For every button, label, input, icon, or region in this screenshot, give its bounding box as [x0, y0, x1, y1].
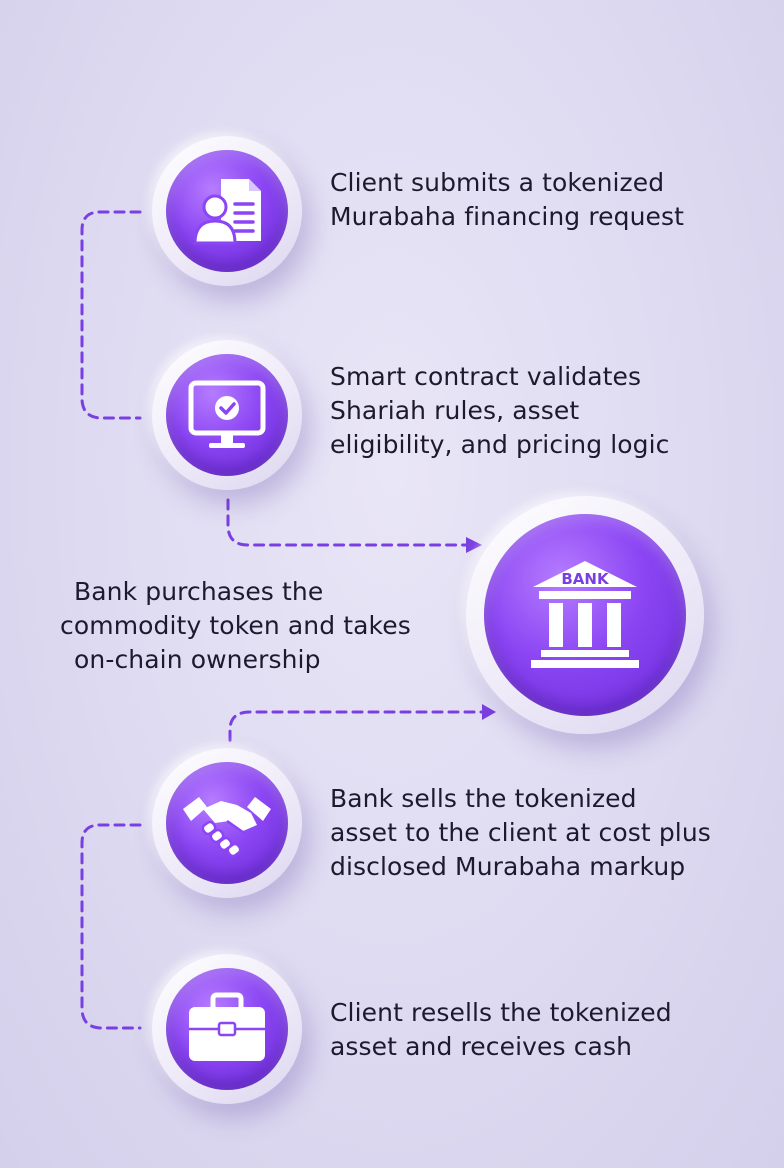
step-4-line-3: disclosed Murabaha markup: [330, 852, 686, 881]
step-2-label: Smart contract validates Shariah rules, …: [330, 360, 670, 462]
step-2-node: [152, 340, 302, 490]
step-3-line-2: commodity token and takes: [60, 611, 411, 640]
step-3-label: Bank purchases the commodity token and t…: [50, 575, 440, 677]
connector-step4-to-step5: [80, 823, 142, 1030]
connector-step3-to-step4: [228, 710, 492, 744]
step-5-label: Client resells the tokenized asset and r…: [330, 996, 672, 1064]
step-4-line-2: asset to the client at cost plus: [330, 818, 711, 847]
step-1-line-2: Murabaha financing request: [330, 202, 685, 231]
client-document-icon: [193, 179, 261, 245]
step-3-line-3: on-chain ownership: [74, 645, 321, 674]
step-4-line-1: Bank sells the tokenized: [330, 784, 637, 813]
step-2-line-1: Smart contract validates: [330, 362, 642, 391]
bank-icon-text: BANK: [561, 570, 610, 588]
briefcase-icon: [189, 992, 265, 1061]
monitor-check-icon: [188, 380, 266, 448]
step-1-line-1: Client submits a tokenized: [330, 168, 665, 197]
step-2-line-2: Shariah rules, asset: [330, 396, 580, 425]
handshake-icon: [183, 797, 271, 858]
step-5-node: [152, 954, 302, 1104]
step-3-line-1: Bank purchases the: [74, 577, 324, 606]
bank-icon: BANK: [531, 561, 639, 668]
arrowhead-from-bank: [482, 704, 496, 720]
step-2-core: [166, 354, 288, 476]
arrowhead-to-bank: [466, 537, 482, 553]
step-4-label: Bank sells the tokenized asset to the cl…: [330, 782, 711, 884]
step-1-node: [152, 136, 302, 286]
step-1-label: Client submits a tokenized Murabaha fina…: [330, 166, 684, 234]
step-1-core: [166, 150, 288, 272]
step-5-line-2: asset and receives cash: [330, 1032, 633, 1061]
step-4-core: [166, 762, 288, 884]
connector-step2-to-step3: [226, 498, 470, 547]
step-5-line-1: Client resells the tokenized: [330, 998, 672, 1027]
step-2-line-3: eligibility, and pricing logic: [330, 430, 670, 459]
connector-step1-to-step2: [80, 210, 142, 420]
step-3-node: BANK: [466, 496, 704, 734]
step-3-core: BANK: [484, 514, 686, 716]
step-4-node: [152, 748, 302, 898]
step-5-core: [166, 968, 288, 1090]
